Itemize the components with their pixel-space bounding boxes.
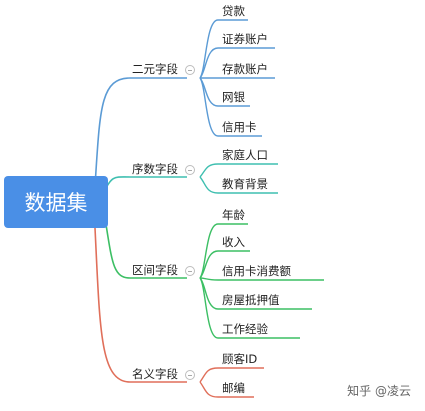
leaf-interval-3[interactable]: 信用卡消费额 (222, 264, 291, 278)
watermark: 知乎 @凌云 (347, 384, 411, 398)
leaf-interval-1[interactable]: 年龄 (222, 208, 245, 222)
category-nominal[interactable]: 名义字段 (132, 367, 178, 381)
connector-root-interval (103, 211, 187, 279)
root-label: 数据集 (24, 191, 88, 215)
collapse-binary-icon[interactable] (185, 65, 195, 75)
connectors-binary (199, 19, 275, 137)
connectors-ordinal (199, 163, 278, 194)
leaf-binary-1[interactable]: 贷款 (222, 4, 245, 18)
collapse-nominal-icon[interactable] (185, 370, 195, 380)
connector-root-ordinal (103, 176, 187, 193)
leaf-interval-4[interactable]: 房屋抵押值 (222, 293, 280, 307)
leaf-interval-5[interactable]: 工作经验 (222, 322, 268, 336)
connectors-interval (199, 223, 324, 339)
root-node[interactable]: 数据集 (4, 176, 108, 228)
leaf-binary-2[interactable]: 证券账户 (222, 32, 268, 46)
leaf-nominal-2[interactable]: 邮编 (222, 381, 245, 395)
collapse-ordinal-icon[interactable] (185, 165, 195, 175)
category-interval[interactable]: 区间字段 (132, 263, 178, 277)
leaf-binary-4[interactable]: 网银 (222, 90, 245, 104)
leaf-binary-5[interactable]: 信用卡 (222, 120, 257, 134)
connector-root-binary (94, 77, 187, 187)
leaf-nominal-1[interactable]: 顾客ID (222, 352, 258, 366)
leaf-ordinal-2[interactable]: 教育背景 (222, 177, 268, 191)
category-binary[interactable]: 二元字段 (132, 62, 178, 76)
leaf-binary-3[interactable]: 存款账户 (222, 62, 268, 76)
collapse-interval-icon[interactable] (185, 266, 195, 276)
connectors-nominal (199, 367, 264, 398)
category-ordinal[interactable]: 序数字段 (132, 162, 178, 176)
leaf-interval-2[interactable]: 收入 (222, 235, 245, 249)
leaf-ordinal-1[interactable]: 家庭人口 (222, 148, 268, 162)
connector-root-nominal (94, 227, 187, 383)
